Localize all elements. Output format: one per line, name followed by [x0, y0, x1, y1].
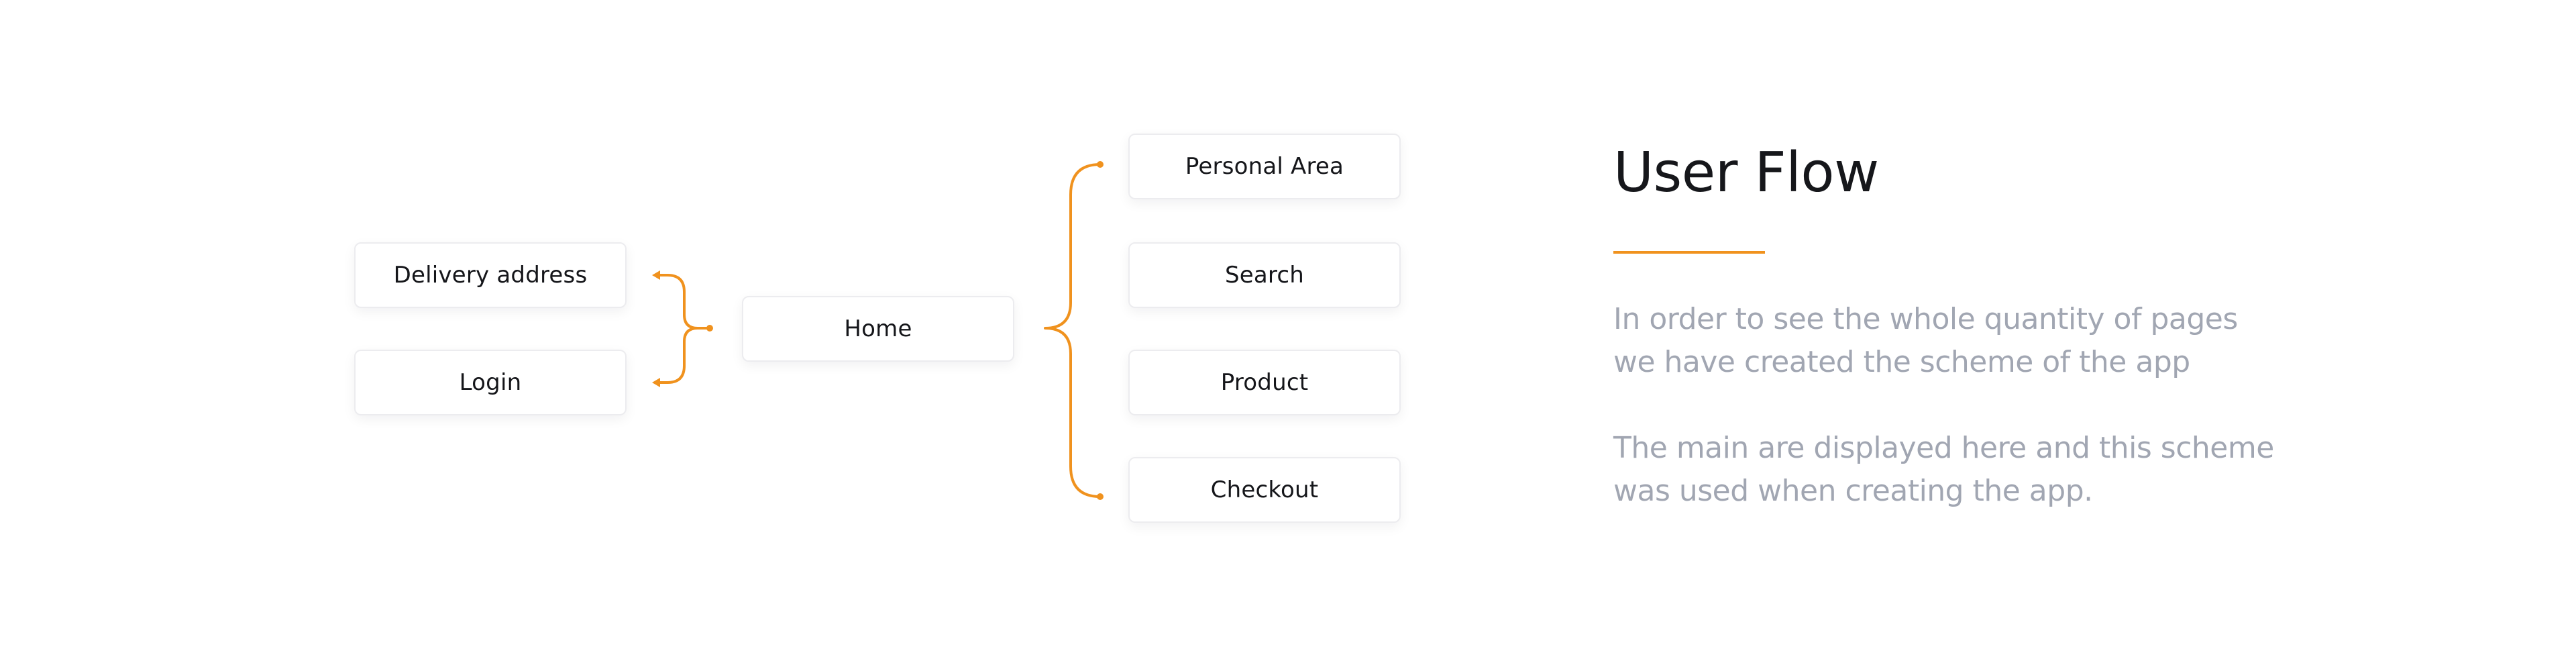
arrow-head-delivery	[652, 270, 660, 280]
node-label: Home	[844, 315, 912, 342]
node-home: Home	[742, 296, 1014, 362]
node-search: Search	[1128, 242, 1401, 308]
panel-paragraph-1: In order to see the whole quantity of pa…	[1613, 302, 2238, 379]
node-label: Product	[1220, 369, 1309, 396]
node-checkout: Checkout	[1128, 457, 1401, 523]
node-delivery-address: Delivery address	[354, 242, 627, 308]
right-brace-connector	[1044, 163, 1102, 498]
node-label: Personal Area	[1185, 153, 1344, 180]
node-label: Search	[1224, 262, 1304, 289]
node-label: Checkout	[1210, 476, 1319, 503]
node-label: Delivery address	[393, 262, 588, 289]
node-personal-area: Personal Area	[1128, 134, 1401, 199]
node-login: Login	[354, 350, 627, 415]
left-brace-connector	[655, 274, 711, 384]
connector-dot-checkout	[1097, 493, 1104, 500]
panel-title: User Flow	[1613, 141, 1879, 205]
title-accent-line	[1613, 251, 1765, 254]
node-label: Login	[459, 369, 522, 396]
connector-dot-personal	[1097, 161, 1104, 168]
arrow-head-login	[652, 378, 660, 387]
panel-paragraph-2: The main are displayed here and this sch…	[1613, 431, 2274, 508]
connector-dot-home-left	[706, 325, 713, 332]
node-product: Product	[1128, 350, 1401, 415]
